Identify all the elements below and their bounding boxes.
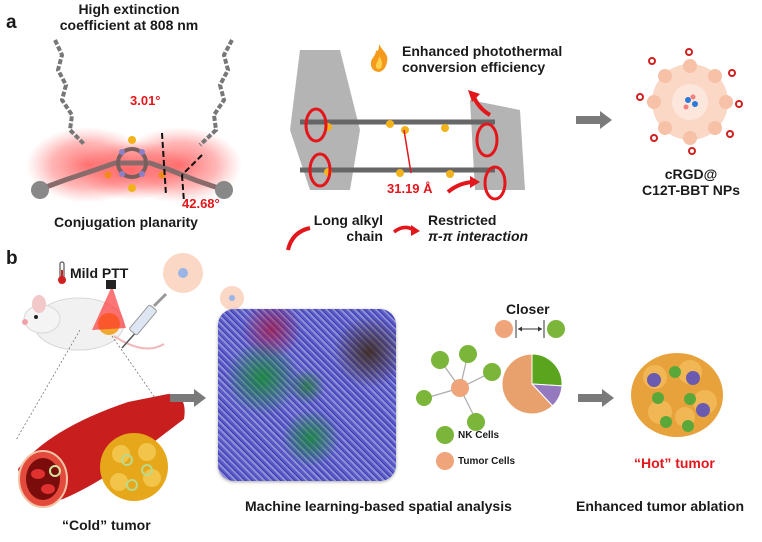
flame-icon (370, 44, 388, 72)
rotation-arrow-icon (304, 107, 328, 143)
syringe-icon (121, 292, 168, 349)
arrow-to-distance (286, 226, 311, 251)
right-arrow-icon (578, 389, 614, 407)
thermometer-icon (58, 261, 66, 284)
right-arrow-icon (170, 389, 206, 407)
angle-large-label: 42.68° (182, 196, 220, 211)
panel-a-label: a (6, 12, 17, 33)
extinction-title-line1: High extinction (78, 1, 180, 17)
tumor-icon (100, 433, 168, 501)
legend-label-nk: NK Cells (458, 429, 500, 441)
ml-label: Machine learning-based spatial analysis (245, 498, 512, 514)
cell-network-icon (416, 345, 501, 431)
closer-distance-icon (495, 320, 565, 338)
rotation-arrow-icon (308, 152, 332, 188)
ablation-label: Enhanced tumor ablation (576, 498, 745, 514)
photothermal-line1: Enhanced photothermal (402, 43, 563, 59)
extinction-title: High extinction coefficient at 808 nm (44, 1, 214, 33)
nk-cell-icon (436, 426, 454, 444)
backbone (37, 160, 225, 193)
zoom-lines (15, 329, 161, 441)
red-arrow-icon (392, 225, 420, 236)
legend-item-nk: NK Cells (436, 424, 515, 446)
alkyl-chain-right (198, 39, 234, 147)
alkyl-label: Long alkyl chain (303, 212, 383, 244)
restricted-line2: π-π interaction (428, 228, 529, 244)
nanoparticle-line1: cRGD@ (664, 166, 718, 182)
nanoparticle-small-icon (163, 253, 244, 310)
molecule-structure-icon (26, 39, 242, 203)
photothermal-label: Enhanced photothermal conversion efficie… (402, 43, 562, 75)
blood-vessel-icon (18, 394, 185, 508)
tumor-cell-icon (436, 452, 454, 470)
rotation-arrow-icon (475, 122, 499, 158)
pie-slice-tumor-cells (501, 353, 554, 415)
right-arrow-icon (576, 111, 612, 129)
legend-label-tumor: Tumor Cells (458, 455, 516, 467)
cell-ratio-pie-chart (501, 353, 563, 415)
alkyl-line2: chain (346, 228, 383, 244)
hot-tumor-label: “Hot” tumor (634, 455, 715, 471)
restricted-label: Restricted π-π interaction (428, 212, 528, 244)
nanoparticle-line2: C12T-BBT NPs (641, 182, 741, 198)
pie-slice-nk-cells (531, 353, 563, 387)
conjugation-label: Conjugation planarity (54, 214, 198, 230)
nanoparticle-icon (636, 48, 743, 155)
distance-label: 31.19 Å (387, 181, 433, 196)
alkyl-chain-left (53, 39, 87, 147)
hot-tumor-icon (631, 353, 723, 437)
spatial-map-image (218, 309, 396, 481)
photothermal-line2: conversion efficiency (402, 59, 546, 75)
mild-ptt-label: Mild PTT (70, 265, 129, 281)
rotation-arrow-icon (483, 165, 507, 201)
extinction-title-line2: coefficient at 808 nm (59, 17, 199, 33)
laser-icon (92, 280, 126, 330)
cold-tumor-label: “Cold” tumor (62, 517, 151, 533)
legend: NK Cells Tumor Cells (436, 424, 515, 472)
closer-label: Closer (506, 301, 550, 317)
legend-item-tumor: Tumor Cells (436, 450, 515, 472)
angle-small-label: 3.01° (130, 93, 161, 108)
stacked-dimer-icon (286, 50, 525, 251)
panel-b-label: b (6, 248, 18, 269)
nanoparticle-label: cRGD@ C12T-BBT NPs (636, 166, 746, 198)
alkyl-line1: Long alkyl (313, 212, 383, 228)
distance-line (403, 129, 412, 174)
restricted-line1: Restricted (428, 212, 497, 228)
